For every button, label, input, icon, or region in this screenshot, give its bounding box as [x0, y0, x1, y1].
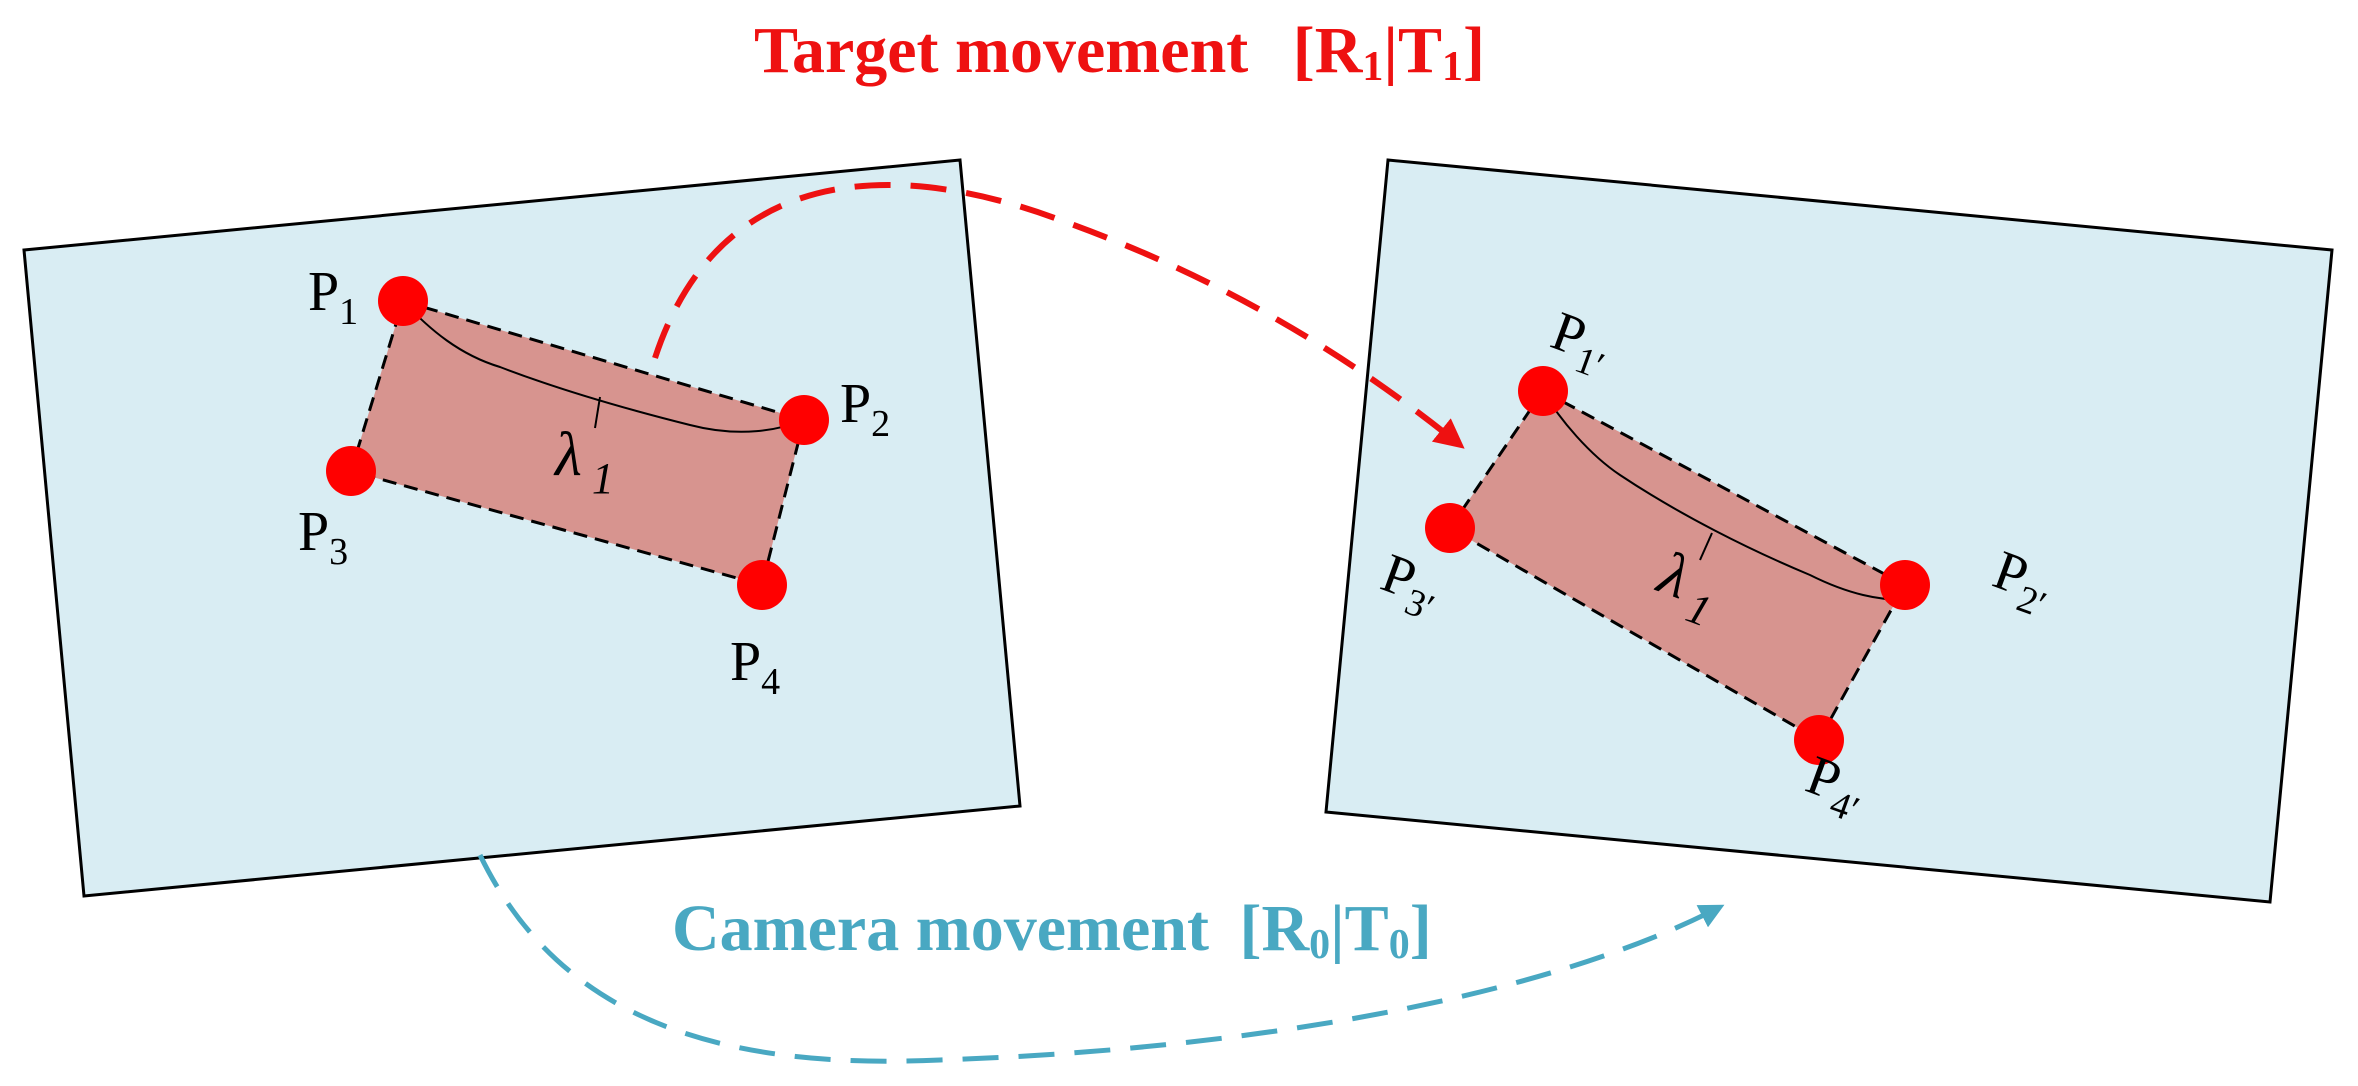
left-label-p3: P3: [298, 501, 348, 573]
left-lambda-curve: [402, 300, 805, 433]
target-movement-caption: Target movement [R1|T1]: [754, 14, 1485, 90]
right-target-object: [1447, 389, 1908, 743]
right-point-p3: [1425, 503, 1475, 553]
left-label-p1: P1: [308, 261, 358, 333]
camera-movement-caption: Camera movement [R0|T0]: [672, 892, 1432, 968]
right-image-frame: [1324, 158, 2334, 904]
left-lambda-tick: [594, 396, 601, 429]
left-label-p4: P4: [730, 631, 780, 703]
camera-movement-arrow: [477, 853, 1725, 1064]
left-image-frame: [22, 158, 1022, 898]
right-point-p1: [1518, 366, 1568, 416]
left-label-p2: P2: [840, 373, 890, 445]
right-lambda-curve: [1542, 390, 1906, 601]
left-point-p4: [737, 560, 787, 610]
right-lambda-tick: [1699, 532, 1713, 561]
target-movement-arrow: [652, 182, 1465, 449]
left-point-p3: [326, 446, 376, 496]
left-point-p1: [378, 276, 428, 326]
right-view: P1′ P2′ P3′ P4′ λ1: [1324, 158, 2334, 904]
left-target-object: [349, 299, 806, 587]
right-point-p4: [1794, 715, 1844, 765]
left-point-p2: [779, 395, 829, 445]
right-point-p2: [1880, 560, 1930, 610]
